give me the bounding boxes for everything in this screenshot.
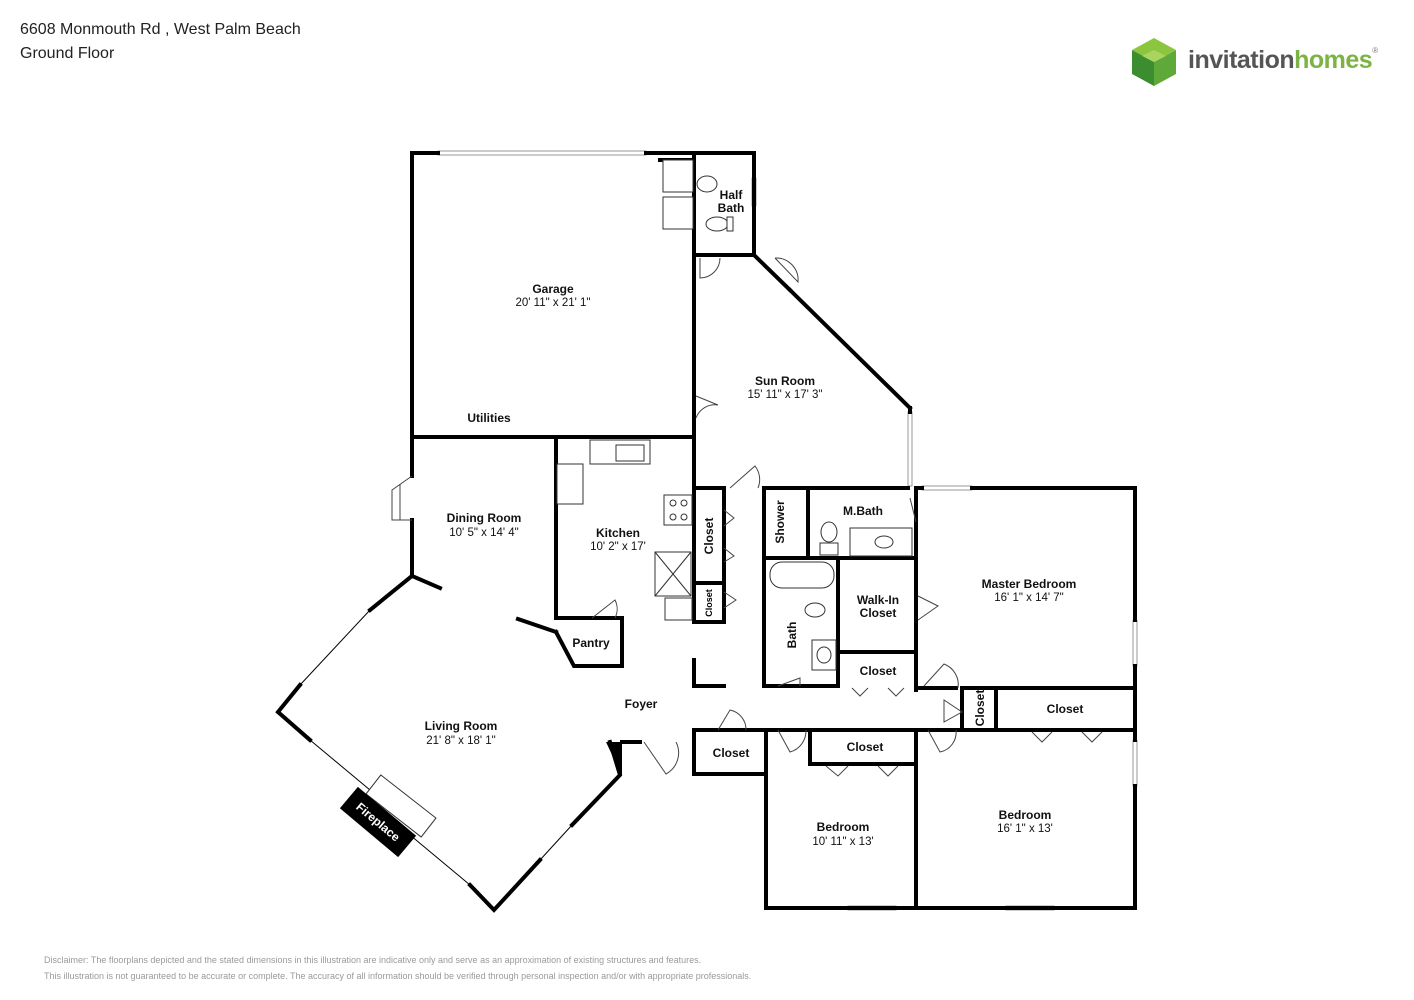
bedroom3-dims: 16' 1" x 13' xyxy=(997,823,1053,835)
doors xyxy=(391,257,1103,777)
garage-dims: 20' 11" x 21' 1" xyxy=(515,297,590,309)
garage-label: Garage xyxy=(532,282,574,296)
shower-label: Shower xyxy=(773,500,787,544)
living-room-label: Living Room xyxy=(425,719,498,733)
kitchen-closet-label: Closet xyxy=(702,518,716,555)
dining-room-label: Dining Room xyxy=(447,511,522,525)
small-closet-label: Closet xyxy=(704,589,714,617)
kitchen-label: Kitchen xyxy=(596,526,640,540)
master-bedroom-label: Master Bedroom xyxy=(982,577,1077,591)
fixtures xyxy=(365,159,913,838)
windows xyxy=(437,150,1138,911)
floor-label: Ground Floor xyxy=(20,45,115,62)
sun-room-label: Sun Room xyxy=(755,374,815,388)
bedroom2-closet-label: Closet xyxy=(847,740,884,754)
living-room-dims: 21' 8" x 18' 1" xyxy=(426,735,495,747)
bath-label: Bath xyxy=(785,622,799,649)
brand-name: invitationhomes® xyxy=(1188,46,1378,74)
half-bath-label-line2: Bath xyxy=(718,201,745,215)
room-labels: Half Bath Garage 20' 11" x 21' 1" Utilit… xyxy=(425,188,1084,848)
master-bedroom-dims: 16' 1" x 14' 7" xyxy=(994,592,1063,604)
bedroom2-dims: 10' 11" x 13' xyxy=(812,836,873,848)
disclaimer-line-2: This illustration is not guaranteed to b… xyxy=(44,971,752,981)
green-cube-logo-icon xyxy=(1132,38,1176,86)
foyer-label: Foyer xyxy=(625,697,658,711)
m-bath-label: M.Bath xyxy=(843,504,883,518)
dining-room-dims: 10' 5" x 14' 4" xyxy=(449,527,518,539)
walk-in-closet-label-line2: Closet xyxy=(860,606,897,620)
walk-in-closet-label-line1: Walk-In xyxy=(857,593,899,607)
disclaimer-line-1: Disclaimer: The floorplans depicted and … xyxy=(44,955,702,965)
hall-closet-label: Closet xyxy=(860,664,897,678)
pantry-label: Pantry xyxy=(572,636,610,650)
sun-room-dims: 15' 11" x 17' 3" xyxy=(747,389,822,401)
brand-logo: invitationhomes® xyxy=(1128,36,1398,90)
kitchen-dims: 10' 2" x 17' xyxy=(590,541,646,553)
foyer-closet-label: Closet xyxy=(713,746,750,760)
half-bath-label-line1: Half xyxy=(720,188,744,202)
property-address: 6608 Monmouth Rd , West Palm Beach xyxy=(20,21,301,38)
utilities-label: Utilities xyxy=(467,411,511,425)
bedroom3-closet-label: Closet xyxy=(1047,702,1084,716)
bedroom3-label: Bedroom xyxy=(999,808,1052,822)
vertical-closet-label: Closet xyxy=(973,690,987,727)
bedroom2-label: Bedroom xyxy=(817,820,870,834)
